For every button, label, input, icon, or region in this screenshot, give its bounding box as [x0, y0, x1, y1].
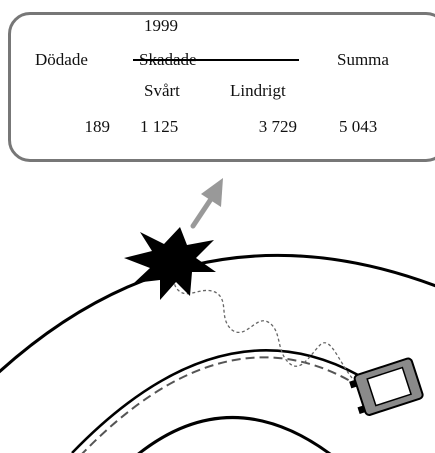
- inner-arc: [137, 416, 332, 453]
- value-minor: 3 729: [258, 117, 297, 136]
- arrow-up-right-icon: [190, 178, 223, 229]
- value-severe: 1 125: [140, 117, 179, 136]
- explosion-icon: [124, 227, 216, 300]
- outer-arc: [0, 253, 435, 374]
- header-total: Summa: [337, 50, 389, 69]
- statistics-box: [8, 12, 435, 162]
- value-total: 5 043: [339, 117, 378, 136]
- year-label: 1999: [144, 16, 178, 35]
- injured-underline: [133, 59, 299, 61]
- phone-device-icon: [349, 357, 424, 416]
- value-dead: 189: [84, 117, 111, 136]
- header-minor: Lindrigt: [230, 81, 286, 100]
- middle-arc: [71, 349, 359, 453]
- middle-arc-dashed: [81, 356, 353, 453]
- header-severe: Svårt: [144, 81, 180, 100]
- header-dead: Dödade: [35, 50, 88, 69]
